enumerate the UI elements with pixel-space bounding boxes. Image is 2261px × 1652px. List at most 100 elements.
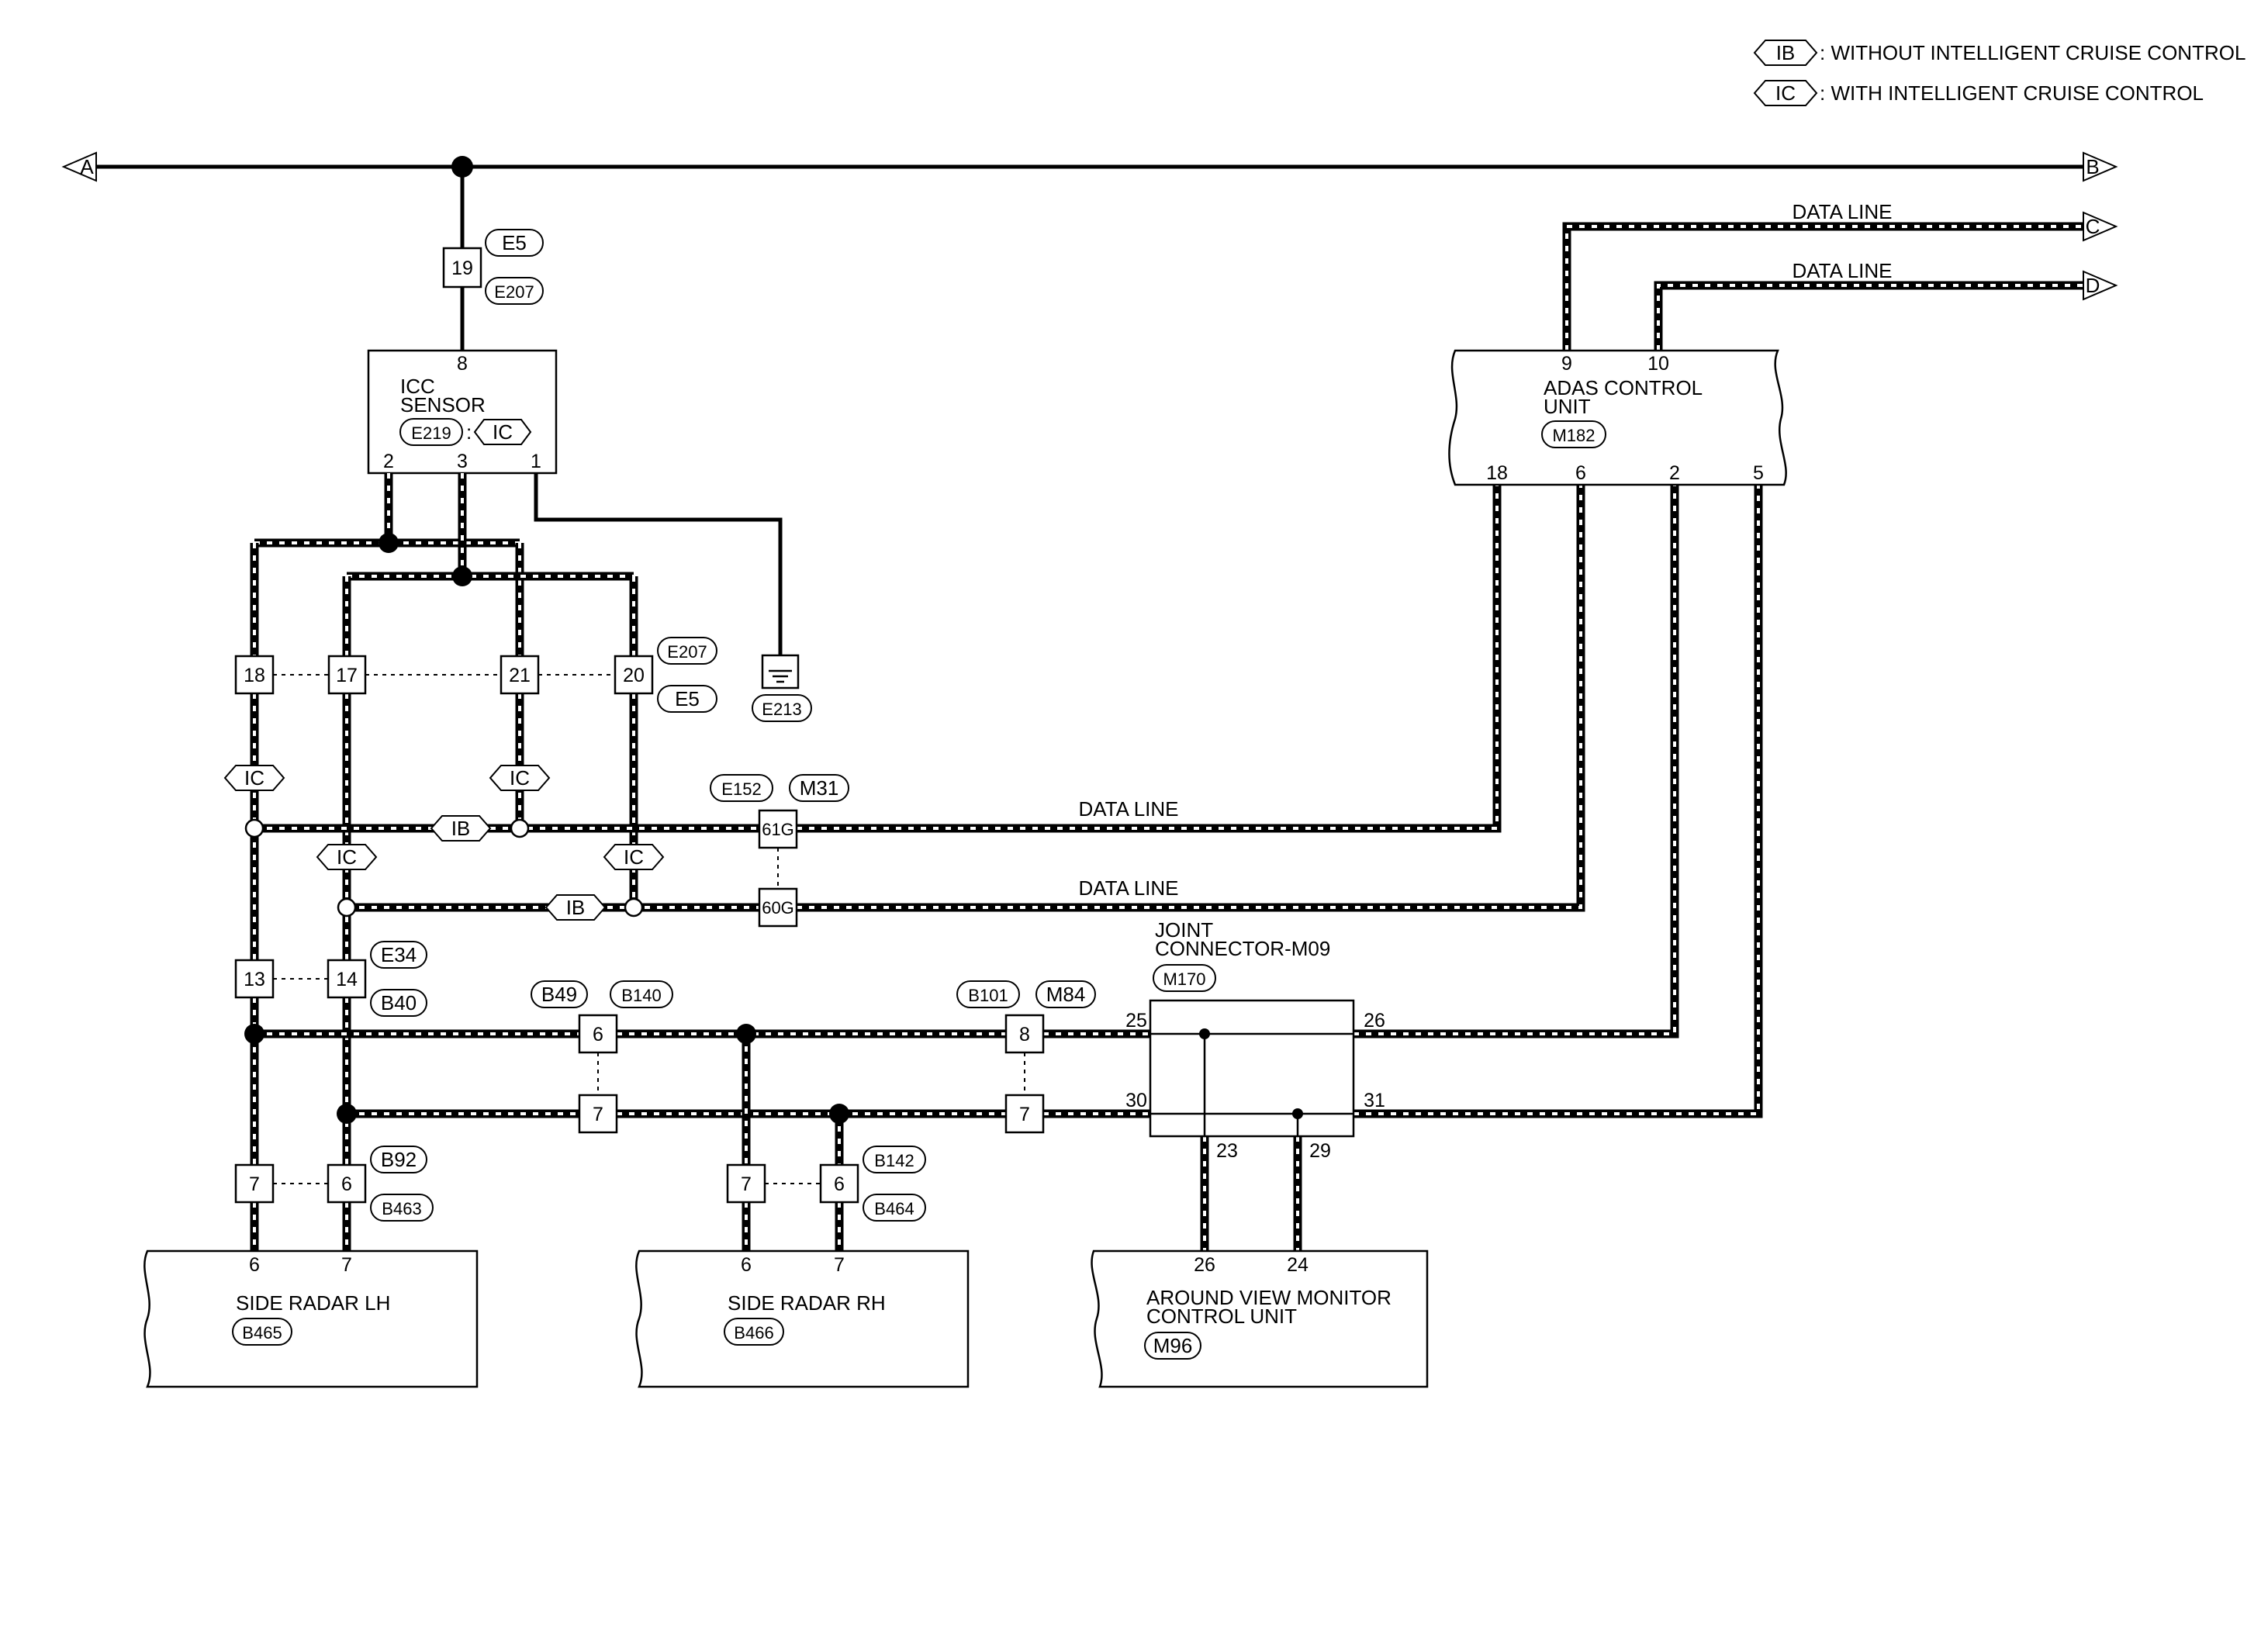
flag-d (2083, 270, 2118, 301)
adas-name-1: ADAS CONTROL (1544, 376, 1703, 399)
avm-name-1: AROUND VIEW MONITOR (1146, 1286, 1392, 1309)
data-wire-stripe (797, 485, 1582, 909)
connector-box (758, 887, 798, 928)
connector-tag (1541, 420, 1606, 448)
icc-connector: E219 (411, 423, 451, 443)
pin-b40-14: 14 (336, 969, 358, 990)
avm-name-2: CONTROL UNIT (1146, 1305, 1297, 1328)
variant-ib-1: IB (451, 817, 471, 840)
lh-pin-6: 6 (249, 1254, 260, 1276)
tag-m31: M31 (800, 776, 839, 800)
variant-marks: IC IC IC IC IB IB (223, 765, 665, 921)
lh-connector: B465 (242, 1323, 282, 1343)
connector-tag (1144, 1332, 1201, 1360)
rh-pin-6: 6 (741, 1254, 752, 1276)
connector-box (1004, 1094, 1045, 1134)
data-wire (1353, 485, 1679, 1039)
connector-tag (1153, 964, 1216, 992)
avm-pin-26: 26 (1194, 1254, 1215, 1276)
junction-dots (244, 533, 849, 1124)
variant-ic-4: IC (624, 845, 644, 869)
icc-sensor: 8 ICC SENSOR E219 : IC 2 3 1 (367, 349, 558, 475)
pin-m31-60g: 60G (762, 898, 794, 918)
adas-pin-2: 2 (1669, 462, 1680, 484)
connector-tag (399, 418, 463, 446)
connector-box (234, 655, 275, 695)
pin-b140-6: 6 (593, 1024, 603, 1045)
data-line-label: DATA LINE (1078, 876, 1178, 900)
pin-m84-7: 7 (1019, 1104, 1030, 1125)
variant-hex (473, 419, 532, 445)
icc-separator: : (466, 420, 472, 444)
ground-wire (534, 473, 783, 655)
joint-name-2: CONNECTOR-M09 (1155, 937, 1330, 960)
avm-pin-24: 24 (1287, 1254, 1309, 1276)
pin-b140-7: 7 (593, 1104, 603, 1125)
connector-tag (657, 637, 717, 665)
avm-connector: M96 (1153, 1334, 1193, 1357)
tag-b101: B101 (968, 986, 1008, 1005)
connector-tag (863, 1146, 926, 1173)
legend-ic-code: IC (1775, 81, 1796, 105)
connector-tag (724, 1318, 784, 1346)
variant-ic-2: IC (510, 766, 530, 790)
rh-name: SIDE RADAR RH (728, 1291, 886, 1315)
tag-b92: B92 (381, 1148, 417, 1171)
connector-tag (1035, 980, 1096, 1008)
adas-pin-10: 10 (1647, 353, 1669, 375)
adas-pin-5: 5 (1753, 462, 1764, 484)
data-wire-stripe (797, 485, 1499, 830)
tag-b464: B464 (874, 1199, 914, 1218)
adas-control-unit: 9 10 ADAS CONTROL UNIT M182 18 6 2 5 (1448, 349, 1787, 486)
flag-c-label: C (2086, 215, 2100, 238)
tag-e34: E34 (381, 943, 417, 966)
connector-box (234, 1163, 275, 1204)
lh-pin-7: 7 (341, 1254, 352, 1276)
pin-e5-19: 19 (451, 257, 473, 279)
tag-b140: B140 (621, 986, 661, 1005)
icc-name-1: ICC (400, 375, 435, 398)
ground-connector: E213 (762, 700, 801, 719)
connector-tag (485, 277, 544, 305)
pin-e207-21: 21 (509, 665, 531, 686)
legend-ib-text: : WITHOUT INTELLIGENT CRUISE CONTROL (1820, 41, 2245, 64)
icc-pin-2: 2 (383, 451, 394, 472)
pin-b463-6: 6 (341, 1173, 352, 1195)
connector-box (726, 1163, 766, 1204)
data-line-label: DATA LINE (1792, 200, 1892, 223)
data-wire-stripe (1565, 225, 2083, 351)
connector-tag (657, 685, 717, 713)
data-wire-stripe (1657, 284, 2083, 351)
tag-b142: B142 (874, 1151, 914, 1170)
pin-b464-7: 7 (741, 1173, 752, 1195)
tag-b49: B49 (541, 983, 577, 1006)
connector-tag (610, 980, 673, 1008)
around-view-monitor: 26 24 AROUND VIEW MONITOR CONTROL UNIT M… (1091, 1249, 1429, 1388)
connector-tag (789, 774, 849, 802)
legend-ib-hex (1753, 40, 1818, 66)
connector-tag (531, 980, 588, 1008)
joint-connector: JOINT CONNECTOR-M09 M170 25 26 30 31 23 … (1125, 918, 1385, 1162)
tag-e207-mid: E207 (667, 642, 707, 662)
pin-m84-8: 8 (1019, 1024, 1030, 1045)
joint-pin-25: 25 (1125, 1010, 1147, 1032)
tag-e5-top: E5 (502, 231, 527, 254)
joint-pin-23: 23 (1216, 1140, 1238, 1162)
rh-connector: B466 (734, 1323, 773, 1343)
joint-connector-tag: M170 (1163, 969, 1205, 989)
connector-tag (710, 774, 773, 802)
data-wire-stripe (1353, 485, 1760, 1115)
connector-box (1004, 1014, 1045, 1054)
pin-b40-13: 13 (244, 969, 265, 990)
connector-box (500, 655, 540, 695)
joint-pin-30: 30 (1125, 1090, 1147, 1111)
icc-name-2: SENSOR (400, 393, 486, 416)
adas-pin-6: 6 (1575, 462, 1586, 484)
connector-box (614, 655, 654, 695)
legend-ic-text: : WITH INTELLIGENT CRUISE CONTROL (1820, 81, 2204, 105)
pin-e207-17: 17 (336, 665, 358, 686)
legend-ic-hex (1753, 80, 1818, 106)
legend-ib-code: IB (1776, 41, 1796, 64)
variant-ib-2: IB (566, 896, 586, 919)
